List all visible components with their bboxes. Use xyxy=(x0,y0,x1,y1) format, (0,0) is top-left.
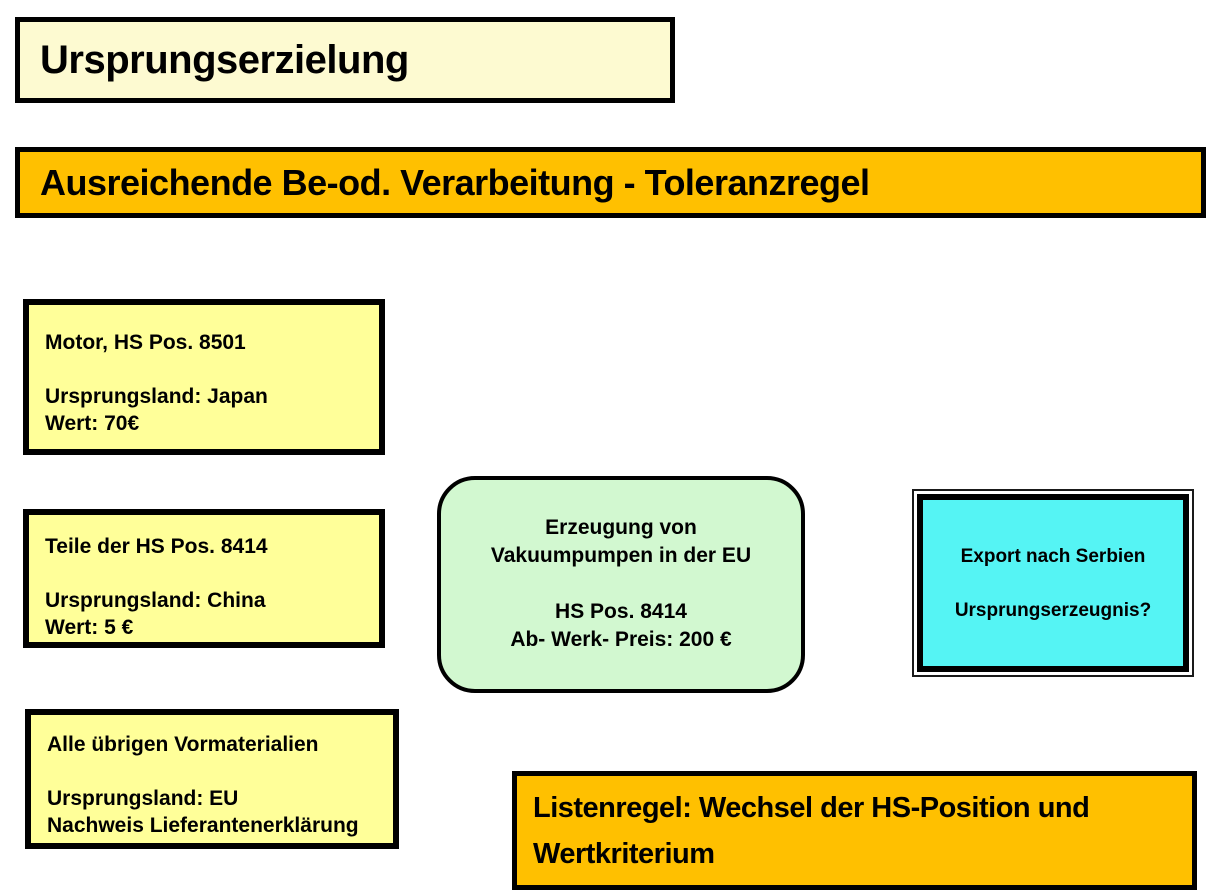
production-box: Erzeugung von Vakuumpumpen in der EU HS … xyxy=(437,476,805,693)
production-line: Erzeugung von xyxy=(545,516,697,539)
material-line: Ursprungsland: China xyxy=(45,589,266,612)
material-line: Ursprungsland: Japan xyxy=(45,385,268,408)
material-line: Alle übrigen Vormaterialien xyxy=(47,733,319,756)
material-line: Wert: 5 € xyxy=(45,616,134,639)
section-banner-label: Ausreichende Be-od. Verarbeitung - Toler… xyxy=(40,161,870,203)
material-line-blank xyxy=(47,758,377,785)
material-line-blank xyxy=(45,356,363,383)
production-line: Ab- Werk- Preis: 200 € xyxy=(510,628,732,651)
material-line-blank xyxy=(45,560,363,587)
material-line: Teile der HS Pos. 8414 xyxy=(45,535,268,558)
export-line: Export nach Serbien xyxy=(960,545,1146,567)
export-line: Ursprungserzeugnis? xyxy=(954,599,1152,621)
rule-line: Wertkriterium xyxy=(533,837,715,870)
material-line: Nachweis Lieferantenerklärung xyxy=(47,814,359,837)
page-title: Ursprungserzielung xyxy=(40,37,409,82)
material-box-vormaterialien: Alle übrigen Vormaterialien Ursprungslan… xyxy=(25,709,399,849)
export-box-inner: Export nach Serbien Ursprungserzeugnis? xyxy=(917,494,1189,672)
material-line: Wert: 70€ xyxy=(45,412,140,435)
export-box: Export nach Serbien Ursprungserzeugnis? xyxy=(912,489,1194,677)
production-line: HS Pos. 8414 xyxy=(555,600,687,623)
rule-box: Listenregel: Wechsel der HS-Position und… xyxy=(512,771,1197,890)
material-line: Motor, HS Pos. 8501 xyxy=(45,331,246,354)
material-box-teile: Teile der HS Pos. 8414 Ursprungsland: Ch… xyxy=(23,509,385,648)
rule-line: Listenregel: Wechsel der HS-Position und xyxy=(533,791,1090,824)
material-box-motor: Motor, HS Pos. 8501 Ursprungsland: Japan… xyxy=(23,299,385,455)
production-line: Vakuumpumpen in der EU xyxy=(490,544,752,567)
material-line: Ursprungsland: EU xyxy=(47,787,239,810)
title-box: Ursprungserzielung xyxy=(15,17,675,103)
section-banner: Ausreichende Be-od. Verarbeitung - Toler… xyxy=(15,147,1206,218)
